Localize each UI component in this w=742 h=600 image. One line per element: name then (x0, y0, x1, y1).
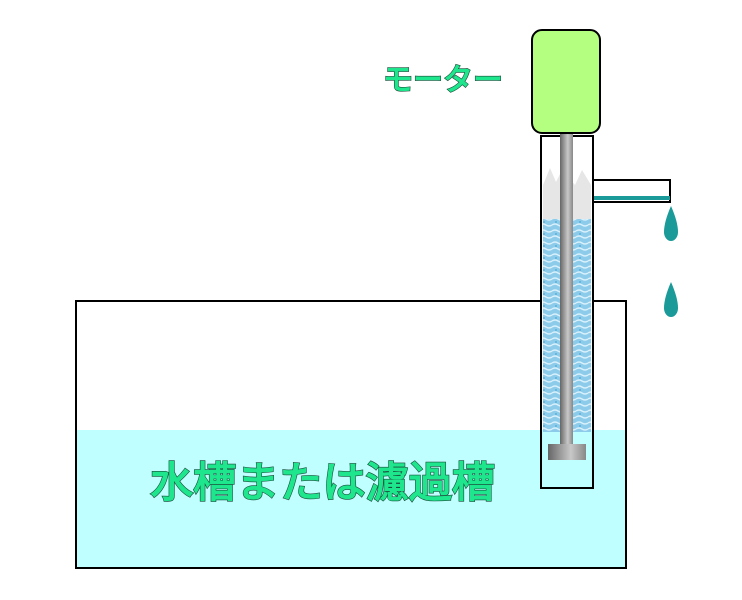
motor (531, 29, 601, 134)
outlet-water (594, 196, 670, 200)
motor-label: モーター (383, 63, 503, 98)
water-drop-icon (664, 282, 678, 317)
tank (75, 300, 627, 569)
impeller (548, 444, 586, 460)
water-drop-icon (664, 206, 678, 241)
shaft (560, 133, 573, 446)
tank-label: 水槽または濾過槽 (150, 458, 495, 507)
tank-water (76, 430, 626, 568)
